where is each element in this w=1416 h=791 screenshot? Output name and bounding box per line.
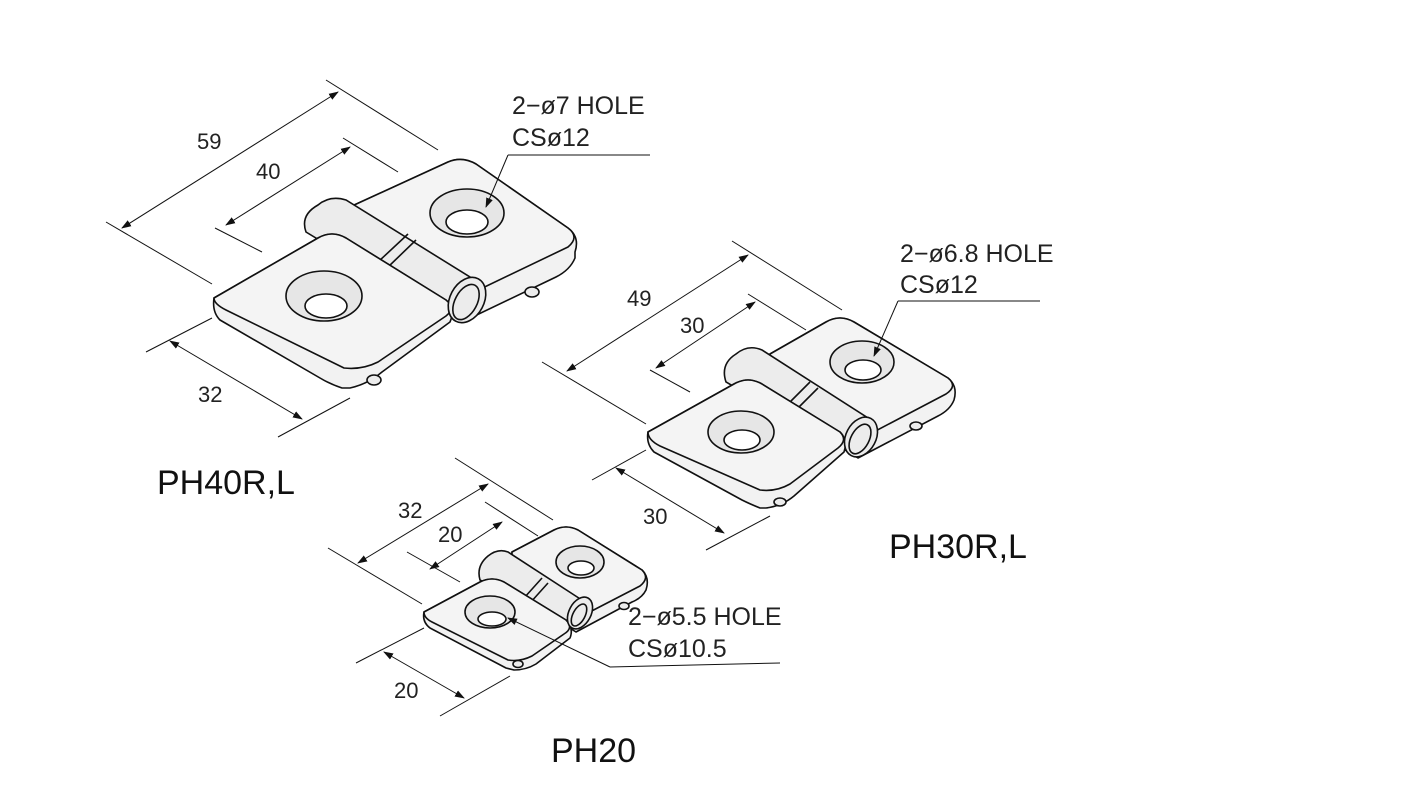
ph30-hole-back: [844, 359, 882, 381]
ph20-countersink-spec: CSø10.5: [628, 635, 727, 663]
ph30-dim-width: 30: [643, 504, 667, 529]
ph20-ext-width-right: [439, 675, 511, 717]
ph30-hole-spec: 2−ø6.8 HOLE: [900, 240, 1054, 268]
ph20-ext-width-left: [355, 627, 425, 664]
ph30-dim-overall-line: [566, 254, 749, 372]
ph20-model-label: PH20: [551, 732, 636, 770]
ph20-hole-front: [477, 611, 507, 627]
ph30-hole-front: [723, 429, 761, 451]
ph40-leader-line: [485, 154, 509, 208]
ph20-hole-spec: 2−ø5.5 HOLE: [628, 603, 782, 631]
ph40-foot-a: [366, 374, 382, 386]
ph20-foot-b: [618, 601, 630, 611]
ph30-dim-barrel-line: [655, 301, 756, 369]
ph30-barrel-end-inner: [848, 423, 872, 455]
ph40-barrel-joint-b: [386, 239, 417, 269]
ph30-ext-barrel-left: [649, 369, 691, 393]
hinge-ph20: 32 20 20 2−ø5.5 HOLE CSø10.5 PH20: [327, 457, 782, 770]
hinge-ph40: 59 40 32 2−ø7 HOLE CSø12 PH40R,L: [105, 79, 650, 502]
ph40-dim-width-line: [169, 340, 303, 420]
ph20-foot-a: [512, 659, 524, 669]
ph20-leader-shelf: [609, 662, 781, 668]
ph30-model-label: PH30R,L: [889, 528, 1027, 566]
ph30-dim-overall: 49: [627, 286, 651, 311]
ph20-ext-left: [327, 547, 423, 605]
ph20-leader-line: [507, 617, 611, 668]
ph40-countersink-spec: CSø12: [512, 124, 590, 152]
ph30-dim-width-line: [615, 467, 725, 534]
ph20-barrel-joint-a: [523, 577, 543, 599]
hinge-ph30: 49 30 30 2−ø6.8 HOLE CSø12 PH30R,L: [541, 240, 1054, 566]
ph40-barrel-end-inner: [452, 283, 480, 321]
ph40-ext-width-left: [145, 317, 213, 353]
ph20-dim-overall: 32: [398, 498, 422, 523]
ph20-hole-back: [567, 560, 595, 576]
ph40-ext-width-right: [277, 397, 351, 438]
ph30-countersink-spec: CSø12: [900, 271, 978, 299]
ph30-dim-barrel: 30: [680, 313, 704, 338]
ph40-model-label: PH40R,L: [157, 464, 295, 502]
ph20-dim-barrel-line: [429, 521, 503, 570]
ph40-ext-barrel-left: [214, 227, 263, 253]
ph40-dim-overall-line: [121, 91, 339, 229]
ph30-ext-right: [731, 240, 843, 311]
ph30-ext-width-right: [705, 515, 771, 551]
ph40-hole-spec: 2−ø7 HOLE: [512, 92, 645, 120]
ph30-ext-width-left: [591, 449, 647, 481]
ph20-ext-right: [454, 457, 554, 521]
ph40-dim-barrel: 40: [256, 159, 280, 184]
ph40-ext-barrel-right: [342, 137, 399, 173]
ph30-ext-barrel-right: [747, 293, 807, 331]
ph40-ext-left: [105, 221, 213, 285]
ph40-hole-front: [304, 293, 348, 319]
ph30-foot-b: [909, 421, 923, 431]
ph20-barrel-end-inner: [570, 603, 588, 627]
ph40-barrel-joint-a: [377, 233, 409, 263]
ph40-ext-right: [325, 79, 439, 151]
ph20-dim-barrel: 20: [438, 522, 462, 547]
ph40-hole-back: [445, 209, 489, 235]
ph20-dim-width-line: [383, 651, 465, 699]
ph40-dim-overall: 59: [197, 129, 221, 154]
ph40-foot-b: [524, 286, 540, 298]
ph30-leader-line: [873, 300, 899, 357]
ph40-dim-barrel-line: [225, 146, 351, 226]
ph30-ext-left: [541, 361, 647, 425]
ph30-foot-a: [773, 497, 787, 507]
ph20-ext-barrel-right: [484, 501, 539, 537]
ph20-dim-width: 20: [394, 678, 418, 703]
ph20-dim-overall-line: [357, 483, 489, 564]
ph40-dim-width: 32: [198, 382, 222, 407]
